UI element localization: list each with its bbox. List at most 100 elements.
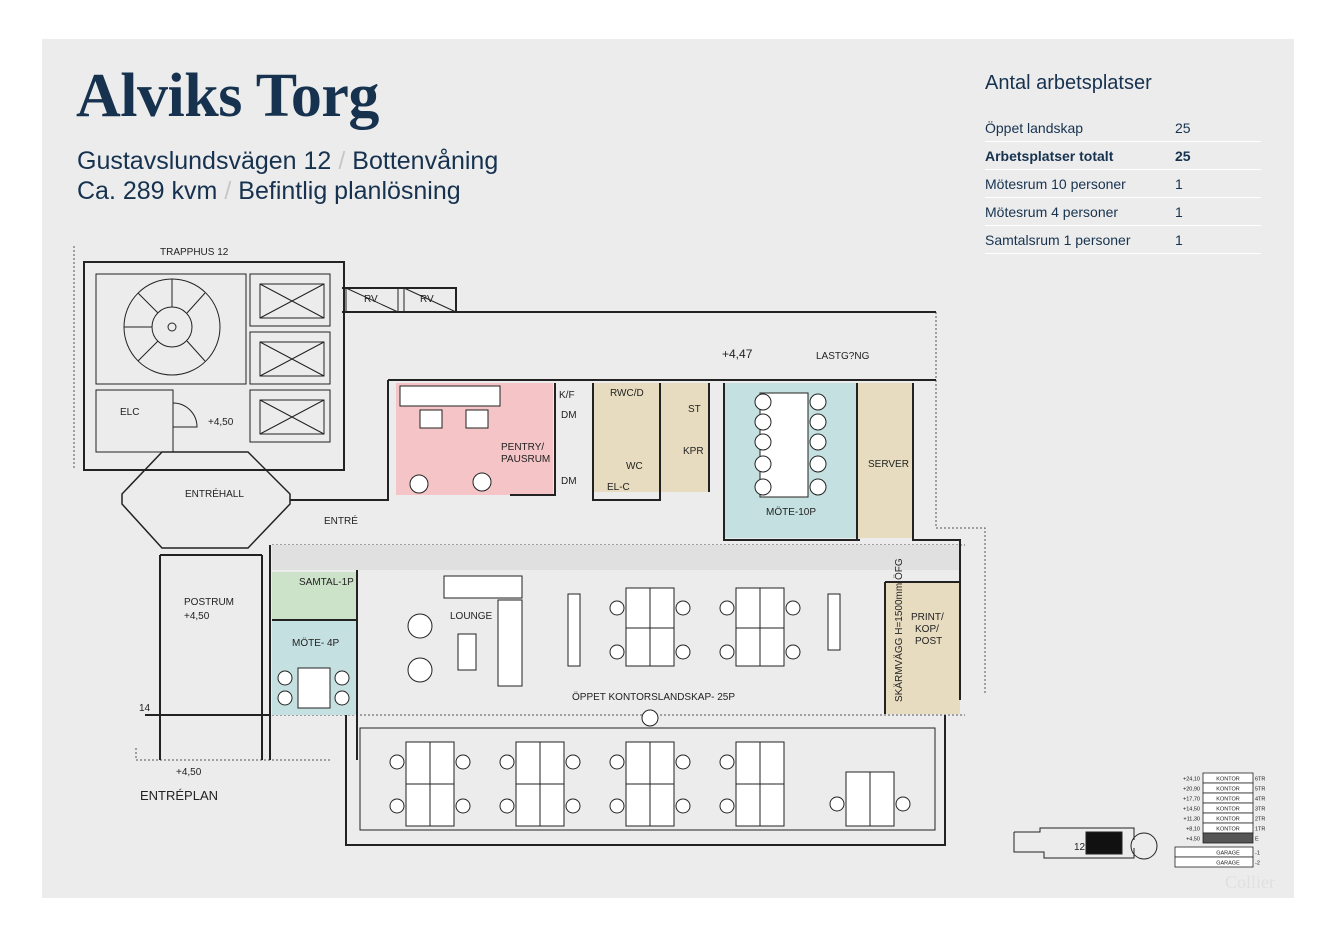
brand-watermark: Collier [1225,872,1275,892]
section-floor: -2 [1255,861,1260,867]
pantry-label: PAUSRUM [501,454,550,465]
stat-row: Samtalsrum 1 personer 1 [985,226,1261,254]
section-label: KONTOR [1216,777,1239,783]
section-floor: 6TR [1255,777,1265,783]
section-floor: -1 [1255,851,1260,857]
section-label: GARAGE [1216,851,1240,857]
lift-shafts [249,273,457,443]
postrum-label: POSTRUM [184,597,234,608]
kpr-label: KPR [683,446,704,457]
stat-row: Mötesrum 10 personer 1 [985,170,1261,198]
screen-wall-label: SKÄRMVÄGG H=1500mm ÖFG [893,558,905,702]
dimension-label: 14 [139,703,151,714]
section-floor: 1TR [1255,827,1265,833]
storage-label: ST [688,404,701,415]
page-title: Alviks Torg [76,62,379,130]
entrance-hall-label: ENTRÉHALL [185,487,244,500]
stat-value: 1 [1175,176,1183,192]
area: Ca. 289 kvm [77,177,218,205]
stat-value: 1 [1175,232,1183,248]
furniture [277,385,911,827]
wc-label: WC [626,461,643,472]
section-label: KONTOR [1216,817,1239,823]
print-label: POST [915,636,942,647]
server-label: SERVER [868,459,909,470]
call-room-label: SAMTAL-1P [299,577,354,588]
section-floor: 3TR [1255,807,1265,813]
floor-name: Bottenvåning [352,147,499,175]
entrance-hall-shape [121,451,291,549]
server-room [857,383,913,538]
print-label: PRINT/ [911,612,944,623]
section-label: KONTOR [1216,807,1239,813]
dm-label: DM [561,476,577,487]
section-label: GARAGE [1216,861,1240,867]
print-label: KOP/ [915,624,939,635]
section-height: +14,50 [1183,807,1200,813]
level-label: +4,47 [722,347,753,361]
loading-label: LASTG?NG [816,351,870,362]
address-line: Gustavslundsvägen 12/Bottenvåning [77,146,498,176]
stat-row: Mötesrum 4 personer 1 [985,198,1261,226]
stat-row-total: Arbetsplatser totalt 25 [985,142,1261,170]
stairwell-label: TRAPPHUS 12 [160,247,229,258]
open-office-label: ÖPPET KONTORSLANDSKAP- 25P [572,691,735,703]
section-level [1174,856,1254,868]
section-height: +20,90 [1183,787,1200,793]
lounge-label: LOUNGE [450,611,493,622]
section-floor: 5TR [1255,787,1265,793]
stat-label: Öppet landskap [985,120,1084,136]
section-level [1202,832,1254,844]
rv-label: RV [420,294,434,305]
section-label: KONTOR [1216,827,1239,833]
elc-label: ELC [120,407,139,418]
key-plan [1013,827,1158,860]
section-floor: E [1255,837,1259,843]
stat-label: Samtalsrum 1 personer [985,232,1131,248]
rv-label: RV [364,294,378,305]
call-room [272,572,357,620]
pantry-label: PENTRY/ [501,442,544,453]
meeting-4-label: MÖTE- 4P [292,637,340,649]
print-room [885,582,960,714]
stairwell [95,273,247,453]
section-height: +24,10 [1183,777,1200,783]
rwc-label: RWC/D [610,388,644,399]
meeting-10-label: MÖTE-10P [766,506,816,518]
section-floor: 4TR [1255,797,1265,803]
stat-label: Mötesrum 4 personer [985,204,1119,220]
entre-label: ENTRÉ [324,514,358,527]
stat-row: Öppet landskap 25 [985,114,1261,142]
level-label: +4,50 [208,417,234,428]
stat-value: 1 [1175,204,1183,220]
stat-label: Arbetsplatser totalt [985,148,1114,164]
stat-value: 25 [1175,120,1191,136]
separator: / [224,177,232,205]
keyplan-number: 12 [1074,842,1086,853]
section-height: +4,50 [1186,837,1200,843]
section-level [1174,846,1254,858]
corridor [272,545,960,570]
section-height: +17,70 [1183,797,1200,803]
entry-floor-label: ENTRÉPLAN [140,788,218,803]
postrum-level: +4,50 [184,611,210,622]
dm-label: DM [561,410,577,421]
section-label: KONTOR [1216,797,1239,803]
workplaces-title: Antal arbetsplatser [985,72,1152,94]
section-floor: 2TR [1255,817,1265,823]
stat-value: 25 [1175,148,1191,164]
stat-label: Mötesrum 10 personer [985,176,1126,192]
layout-note: Befintlig planlösning [238,177,461,205]
wc-area [593,383,709,492]
kf-label: K/F [559,390,575,401]
elc-label: EL-C [607,482,630,493]
section-height: +11,30 [1183,817,1200,823]
workplaces-table: Antal arbetsplatser Öppet landskap 25 Arb… [985,70,1261,254]
separator: / [338,147,346,175]
section-label: KONTOR [1216,787,1239,793]
area-line: Ca. 289 kvm/Befintlig planlösning [77,176,461,206]
section-height: +8,10 [1186,827,1200,833]
address: Gustavslundsvägen 12 [77,147,332,175]
